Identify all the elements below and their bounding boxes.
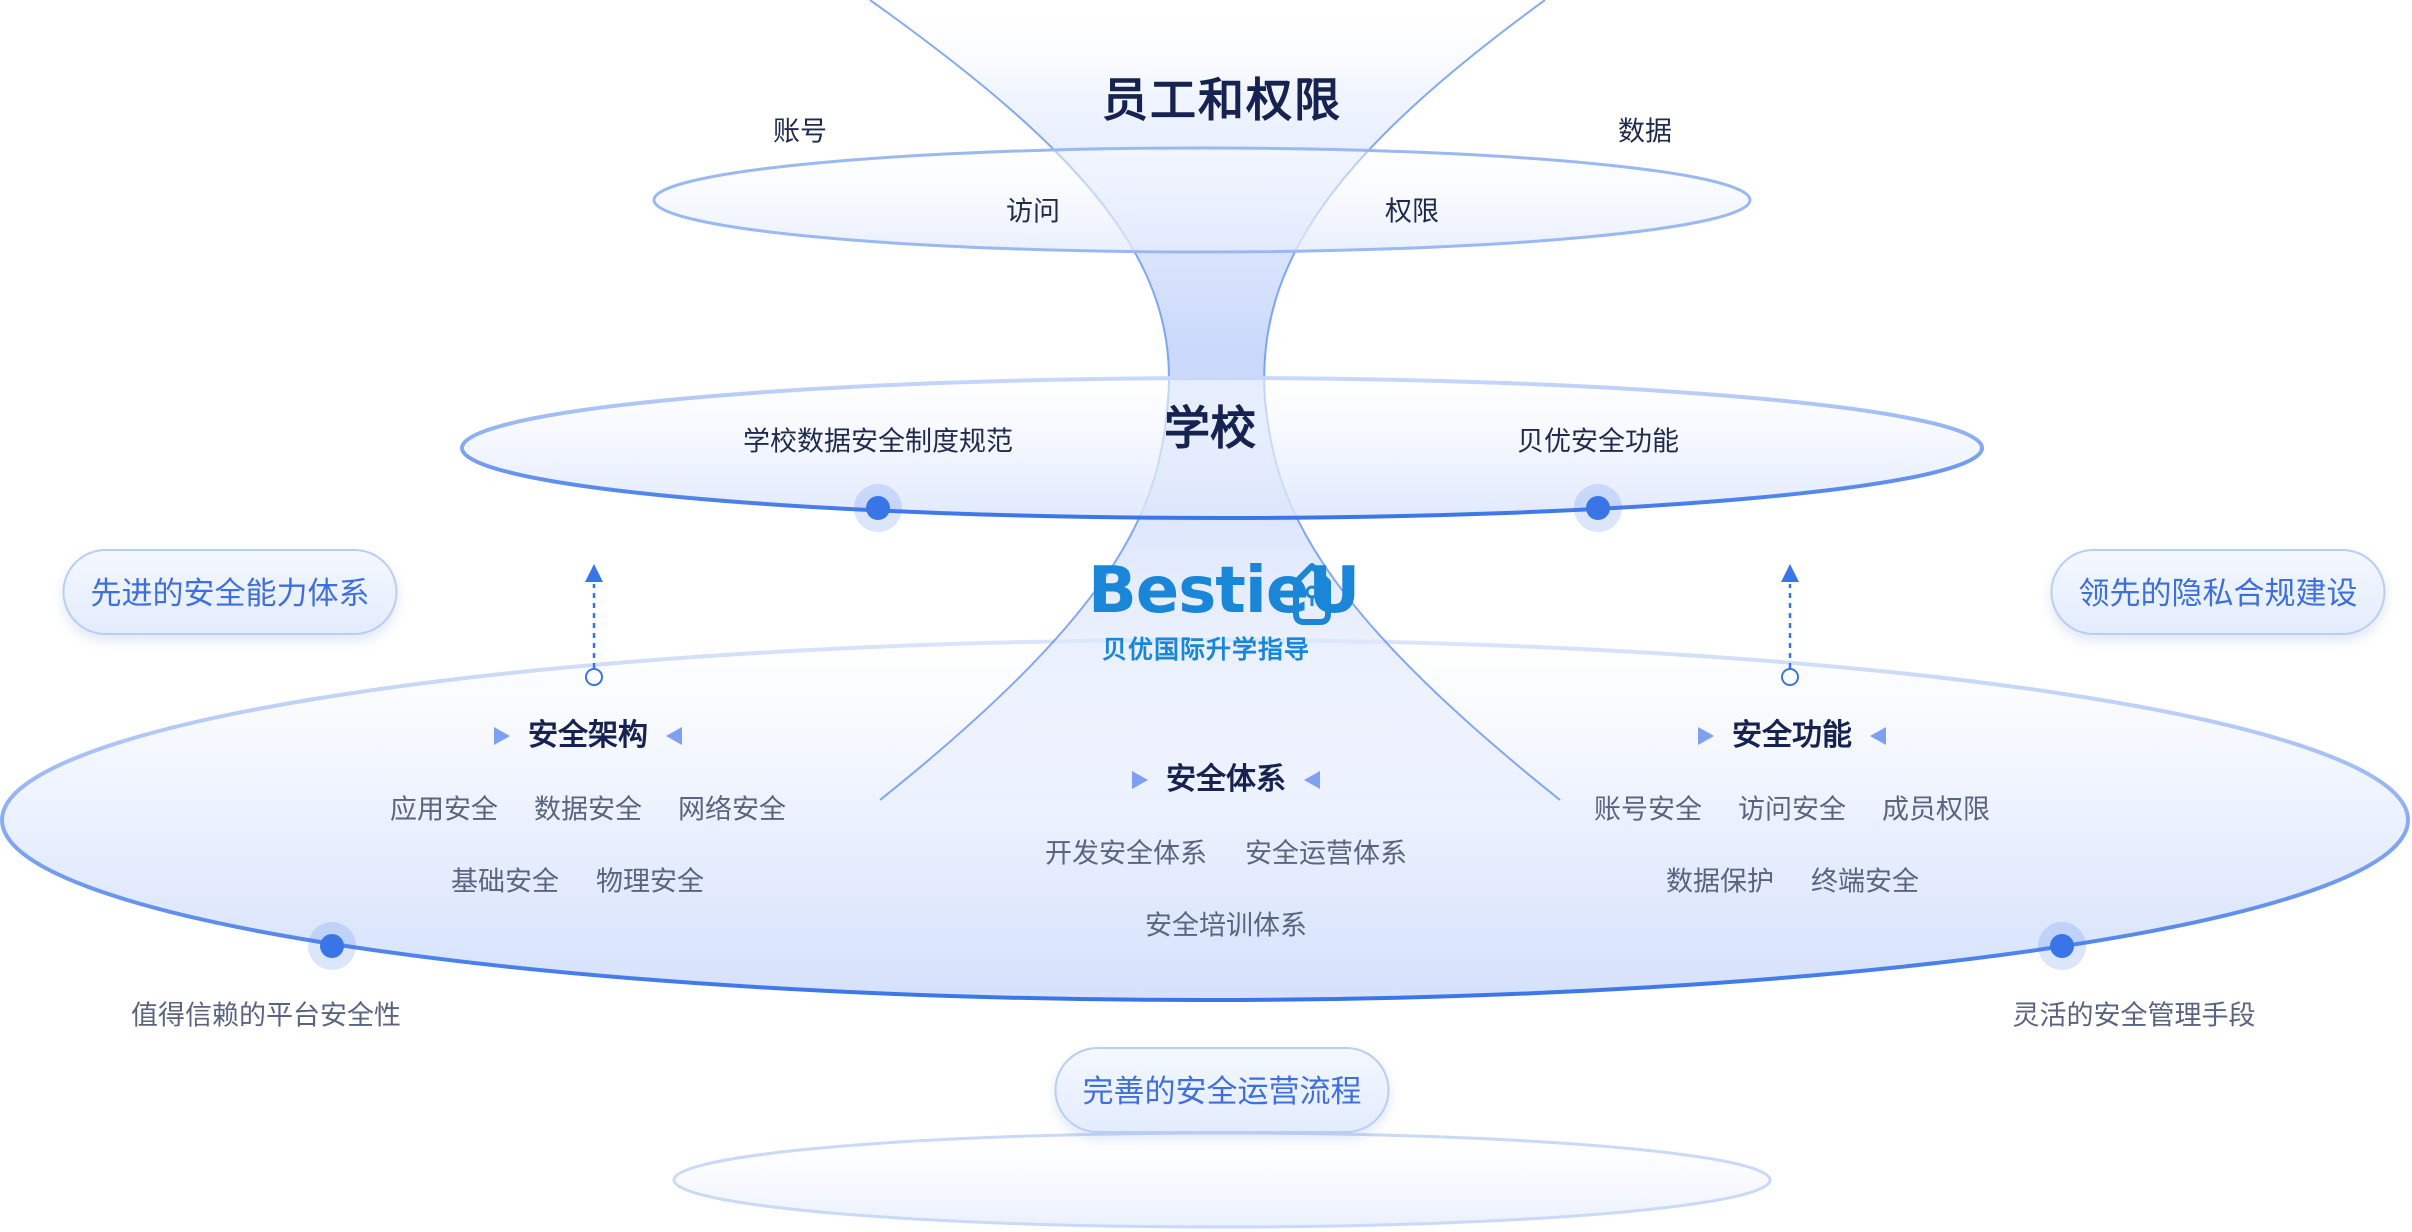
group-left-title-text: 安全架构 xyxy=(528,718,648,753)
base-dot-left xyxy=(320,934,344,958)
group-center-title: 安全体系 xyxy=(1132,765,1320,795)
title-marker-icon xyxy=(1132,771,1148,789)
group-right-item: 账号安全 xyxy=(1594,794,1702,826)
group-right-item: 数据保护 xyxy=(1666,866,1774,898)
logo-subtitle: 贝优国际升学指导 xyxy=(1102,635,1311,664)
group-right-item: 终端安全 xyxy=(1811,866,1919,898)
group-left-item: 网络安全 xyxy=(678,794,786,826)
middle-right-label: 贝优安全功能 xyxy=(1517,426,1679,458)
logo-house-icon xyxy=(1293,563,1331,625)
note-bottom-right: 灵活的安全管理手段 xyxy=(2012,1000,2256,1032)
pill-left: 先进的安全能力体系 xyxy=(62,549,398,635)
arrow-right-tail xyxy=(1781,668,1799,686)
top-left-outer-label: 账号 xyxy=(773,116,827,148)
group-right-title-text: 安全功能 xyxy=(1732,718,1852,753)
middle-ring xyxy=(460,376,1984,520)
pill-right: 领先的隐私合规建设 xyxy=(2050,549,2386,635)
group-center-item: 安全培训体系 xyxy=(1145,910,1307,942)
group-left-item: 数据安全 xyxy=(534,794,642,826)
group-left-title: 安全架构 xyxy=(494,721,682,751)
group-center-title-text: 安全体系 xyxy=(1166,762,1286,797)
title-marker-icon xyxy=(1698,727,1714,745)
middle-left-label: 学校数据安全制度规范 xyxy=(743,426,1013,458)
note-bottom-left: 值得信赖的平台安全性 xyxy=(131,1000,401,1032)
arrow-right-head xyxy=(1781,564,1799,582)
group-left-item: 基础安全 xyxy=(451,866,559,898)
group-center-item: 开发安全体系 xyxy=(1045,838,1207,870)
bottom-ring xyxy=(672,1131,1772,1229)
mid-dot-right xyxy=(1586,496,1610,520)
bestieu-logo: BestieU 贝优国际升学指导 xyxy=(1088,556,1360,668)
title-marker-icon xyxy=(1870,727,1886,745)
title-marker-icon xyxy=(494,727,510,745)
top-right-inner-label: 权限 xyxy=(1385,196,1439,228)
title-marker-icon xyxy=(666,727,682,745)
arrow-left-tail xyxy=(585,668,603,686)
group-center-item: 安全运营体系 xyxy=(1245,838,1407,870)
base-dot-right xyxy=(2050,934,2074,958)
group-left-item: 物理安全 xyxy=(596,866,704,898)
group-right-item: 访问安全 xyxy=(1738,794,1846,826)
middle-title: 学校 xyxy=(1164,401,1256,455)
pill-bottom: 完善的安全运营流程 xyxy=(1054,1047,1390,1133)
group-right-item: 成员权限 xyxy=(1882,794,1990,826)
title-marker-icon xyxy=(1304,771,1320,789)
group-left-item: 应用安全 xyxy=(390,794,498,826)
top-right-outer-label: 数据 xyxy=(1618,116,1672,148)
arrow-left-head xyxy=(585,564,603,582)
top-title: 员工和权限 xyxy=(1102,73,1342,127)
mid-dot-left xyxy=(866,496,890,520)
top-ring xyxy=(652,146,1752,254)
group-right-title: 安全功能 xyxy=(1698,721,1886,751)
top-left-inner-label: 访问 xyxy=(1006,196,1060,228)
